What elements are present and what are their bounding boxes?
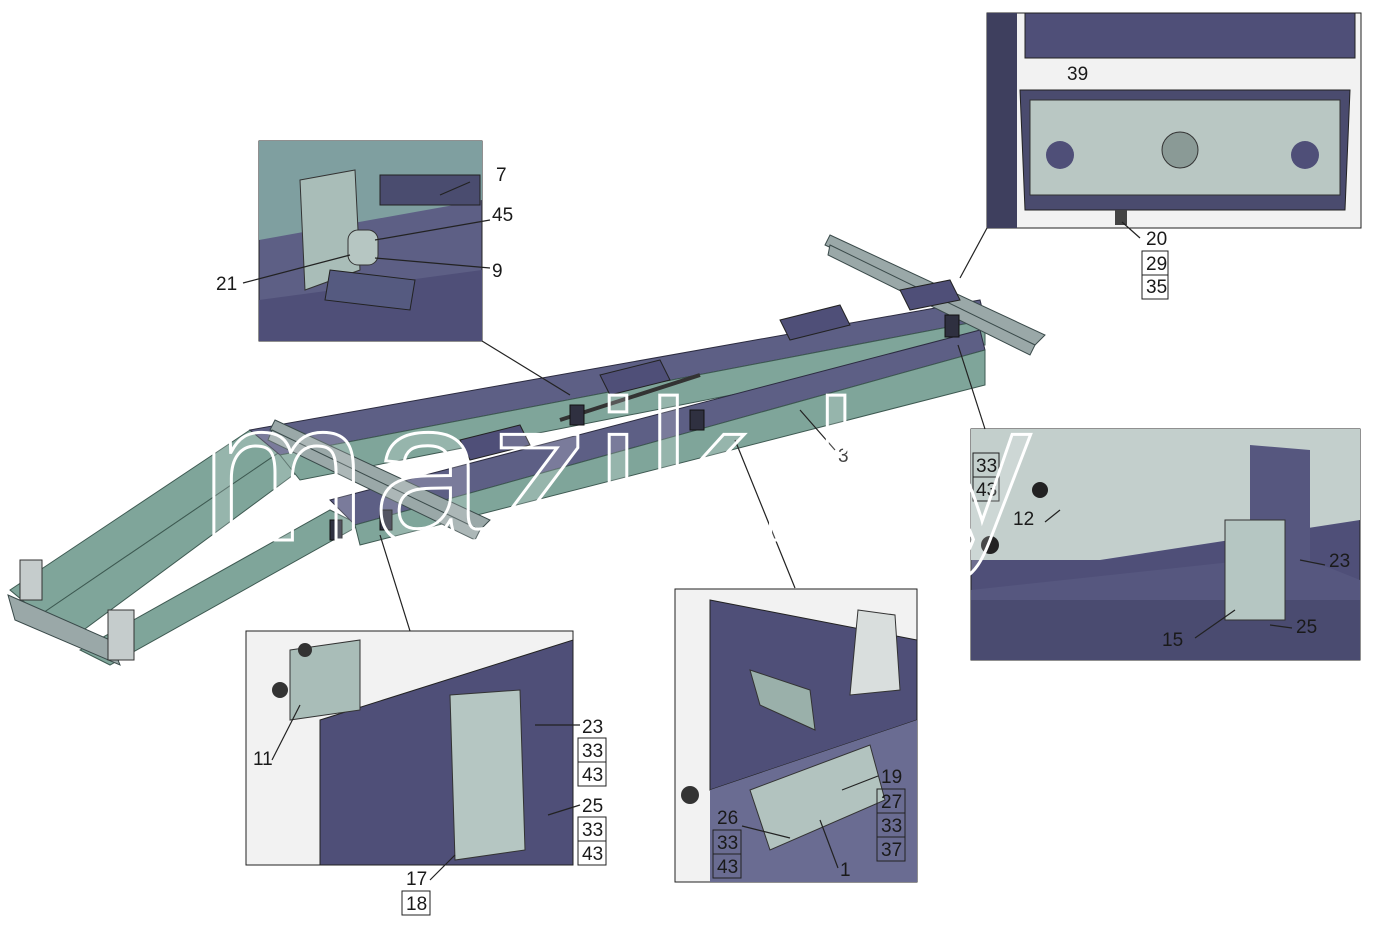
callout-29: 29 xyxy=(1146,254,1167,275)
main-frame-assembly xyxy=(7,234,1046,666)
callout-18: 18 xyxy=(406,894,427,915)
callout-20: 20 xyxy=(1146,229,1167,250)
callout-21: 21 xyxy=(216,274,237,295)
callout-43-left-a: 43 xyxy=(582,765,603,786)
callout-26: 26 xyxy=(717,808,738,829)
callout-33-right: 33 xyxy=(976,456,997,477)
callout-33-left-a: 33 xyxy=(582,741,603,762)
callout-43-center: 43 xyxy=(717,857,738,878)
callout-17: 17 xyxy=(406,869,427,890)
callout-33-left-b: 33 xyxy=(582,820,603,841)
callout-23-right: 23 xyxy=(1329,551,1350,572)
callout-43-left-b: 43 xyxy=(582,844,603,865)
callout-19: 19 xyxy=(881,767,902,788)
callout-43-right: 43 xyxy=(976,480,997,501)
callout-39: 39 xyxy=(1067,64,1088,85)
callout-27: 27 xyxy=(881,792,902,813)
callout-23-left: 23 xyxy=(582,717,603,738)
detail-panel-rear-bracket xyxy=(245,630,574,866)
callout-3: 3 xyxy=(838,446,849,467)
callout-37: 37 xyxy=(881,840,902,861)
callout-11: 11 xyxy=(253,749,273,770)
callout-33-center-right: 33 xyxy=(881,816,902,837)
callout-35: 35 xyxy=(1146,277,1167,298)
detail-panel-mount-bracket xyxy=(674,588,918,883)
callout-12: 12 xyxy=(1013,509,1034,530)
callout-9: 9 xyxy=(492,261,503,282)
callout-45: 45 xyxy=(492,205,513,226)
callout-1: 1 xyxy=(840,860,851,881)
callout-7: 7 xyxy=(496,165,507,186)
detail-panel-tie-rod-bracket xyxy=(258,140,483,342)
callout-15: 15 xyxy=(1162,630,1183,651)
detail-panel-side-plate xyxy=(970,428,1361,661)
watermark-text: mazik.by xyxy=(200,360,1037,583)
detail-panel-front-crossmember xyxy=(986,12,1362,229)
callout-25-left: 25 xyxy=(582,796,603,817)
callout-33-center-left: 33 xyxy=(717,833,738,854)
callout-25-right: 25 xyxy=(1296,617,1317,638)
